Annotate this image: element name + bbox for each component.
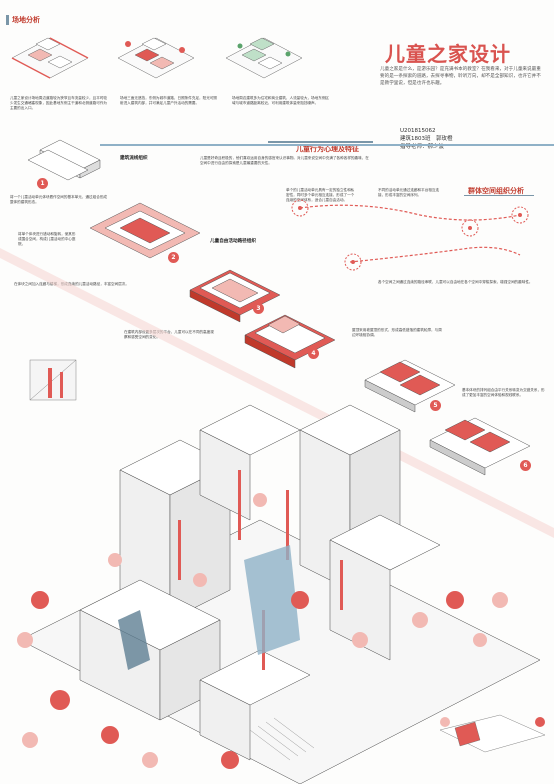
- step-2-diagram: [89, 202, 201, 259]
- tagline: 儿童之家是什么，是游乐园？是充满书本的教室？在我看来，对于儿童来说最重要的是一条…: [380, 67, 541, 86]
- diagonal-path-band: [0, 248, 554, 538]
- site-diagram-3: [225, 37, 303, 79]
- site-diagram-1: [11, 37, 89, 79]
- interior-perspective: [29, 359, 77, 401]
- section-marker: [6, 15, 9, 25]
- analysis-note-3: 在体块之间加入连廊与楼梯，形成连续的儿童活动路径，丰富空间层次。: [14, 282, 129, 286]
- step-3-diagram: [189, 269, 281, 323]
- advisor: 指导老师：郝少波: [400, 144, 445, 150]
- step-1-diagram: [27, 139, 101, 181]
- step-badge-1: 1: [37, 178, 48, 189]
- analysis-note-4: 在建筑内部设置多层次的平台，儿童可以在不同的高度观察和感受空间的变化。: [124, 330, 214, 339]
- group-note-1: 不同的活动单元通过连廊和平台相互连接，形成丰富的空间序列。: [378, 188, 440, 197]
- site-analysis-diagrams: [11, 37, 303, 79]
- analysis-note-6: 基本体块的排列组合由平行关系转变为交错关系，形成了更加丰富的空间体验和视线联系。: [462, 388, 545, 397]
- site-note-3: 场地周边建筑多为住宅和商业建筑，人流量较大，场地东侧区域与城市道路距离较近，可利…: [232, 96, 330, 105]
- group-space-diagram: [291, 199, 529, 271]
- site-note-1: 儿童之家设计场地周边道路较为狭窄且车流量较少，且平时较少发生交通堵塞现象，因此基…: [10, 96, 108, 110]
- page-title: 儿童之家设计: [385, 42, 511, 66]
- analysis-note-2: 将单个体块进行错动和旋转，使其形成围合空间，构成儿童活动的中心庭院。: [18, 232, 76, 246]
- step-4-diagram: [244, 314, 336, 369]
- step-6-diagram: [429, 417, 531, 476]
- axonometric-building: [19, 404, 541, 784]
- group-space-heading: 群体空间组织分析: [468, 187, 524, 195]
- group-note-2: 各个空间之间通过连续的路径串联，儿童可以自由地在各个空间中穿梭探索，增强空间的趣…: [378, 280, 533, 284]
- trees: [17, 493, 508, 769]
- analysis-note-1: 将一个儿童活动单元体块看作空间的基本单元，通过组合形成整体的建筑形态。: [10, 195, 108, 204]
- student-id: U201815062: [400, 128, 436, 134]
- group-space-marker: [464, 195, 534, 197]
- step-badge-2: 2: [168, 252, 179, 263]
- step-5-diagram: [364, 359, 456, 413]
- class-name: 建筑1803班 郭玫橙: [400, 136, 453, 142]
- psychology-text: 儿童是好奇且积极的，他们喜欢运用自身的感官来认识事物。对儿童来说空间中充满了各种…: [200, 156, 369, 165]
- step-badge-5: 5: [430, 400, 441, 411]
- psychology-heading: 儿童行为心理及特征: [296, 145, 359, 153]
- step-badge-3: 3: [253, 303, 264, 314]
- psychology-marker: [268, 141, 373, 143]
- exterior-perspective: [439, 714, 546, 753]
- site-diagram-2: [117, 37, 195, 79]
- site-note-2: 场地三面无遮挡，东侧为城市道路，日照条件充足，阳光可照射进入建筑内部，并可满足儿…: [120, 96, 218, 105]
- psychology-note: 单个的儿童活动单元具有一定的独立性和私密性，同时多个单元相互连接，形成了一个连续…: [286, 188, 355, 202]
- analysis-note-5: 屋顶采用坡屋顶的形式，形成高低错落的建筑轮廓，与周边环境相协调。: [352, 328, 442, 337]
- step-badge-6: 6: [520, 460, 531, 471]
- child-path-label: 儿童自由活动路径组织: [210, 239, 256, 244]
- site-analysis-heading: 场地分析: [12, 16, 40, 24]
- step-badge-4: 4: [308, 348, 319, 359]
- circulation-label: 建筑流线组织: [120, 156, 148, 161]
